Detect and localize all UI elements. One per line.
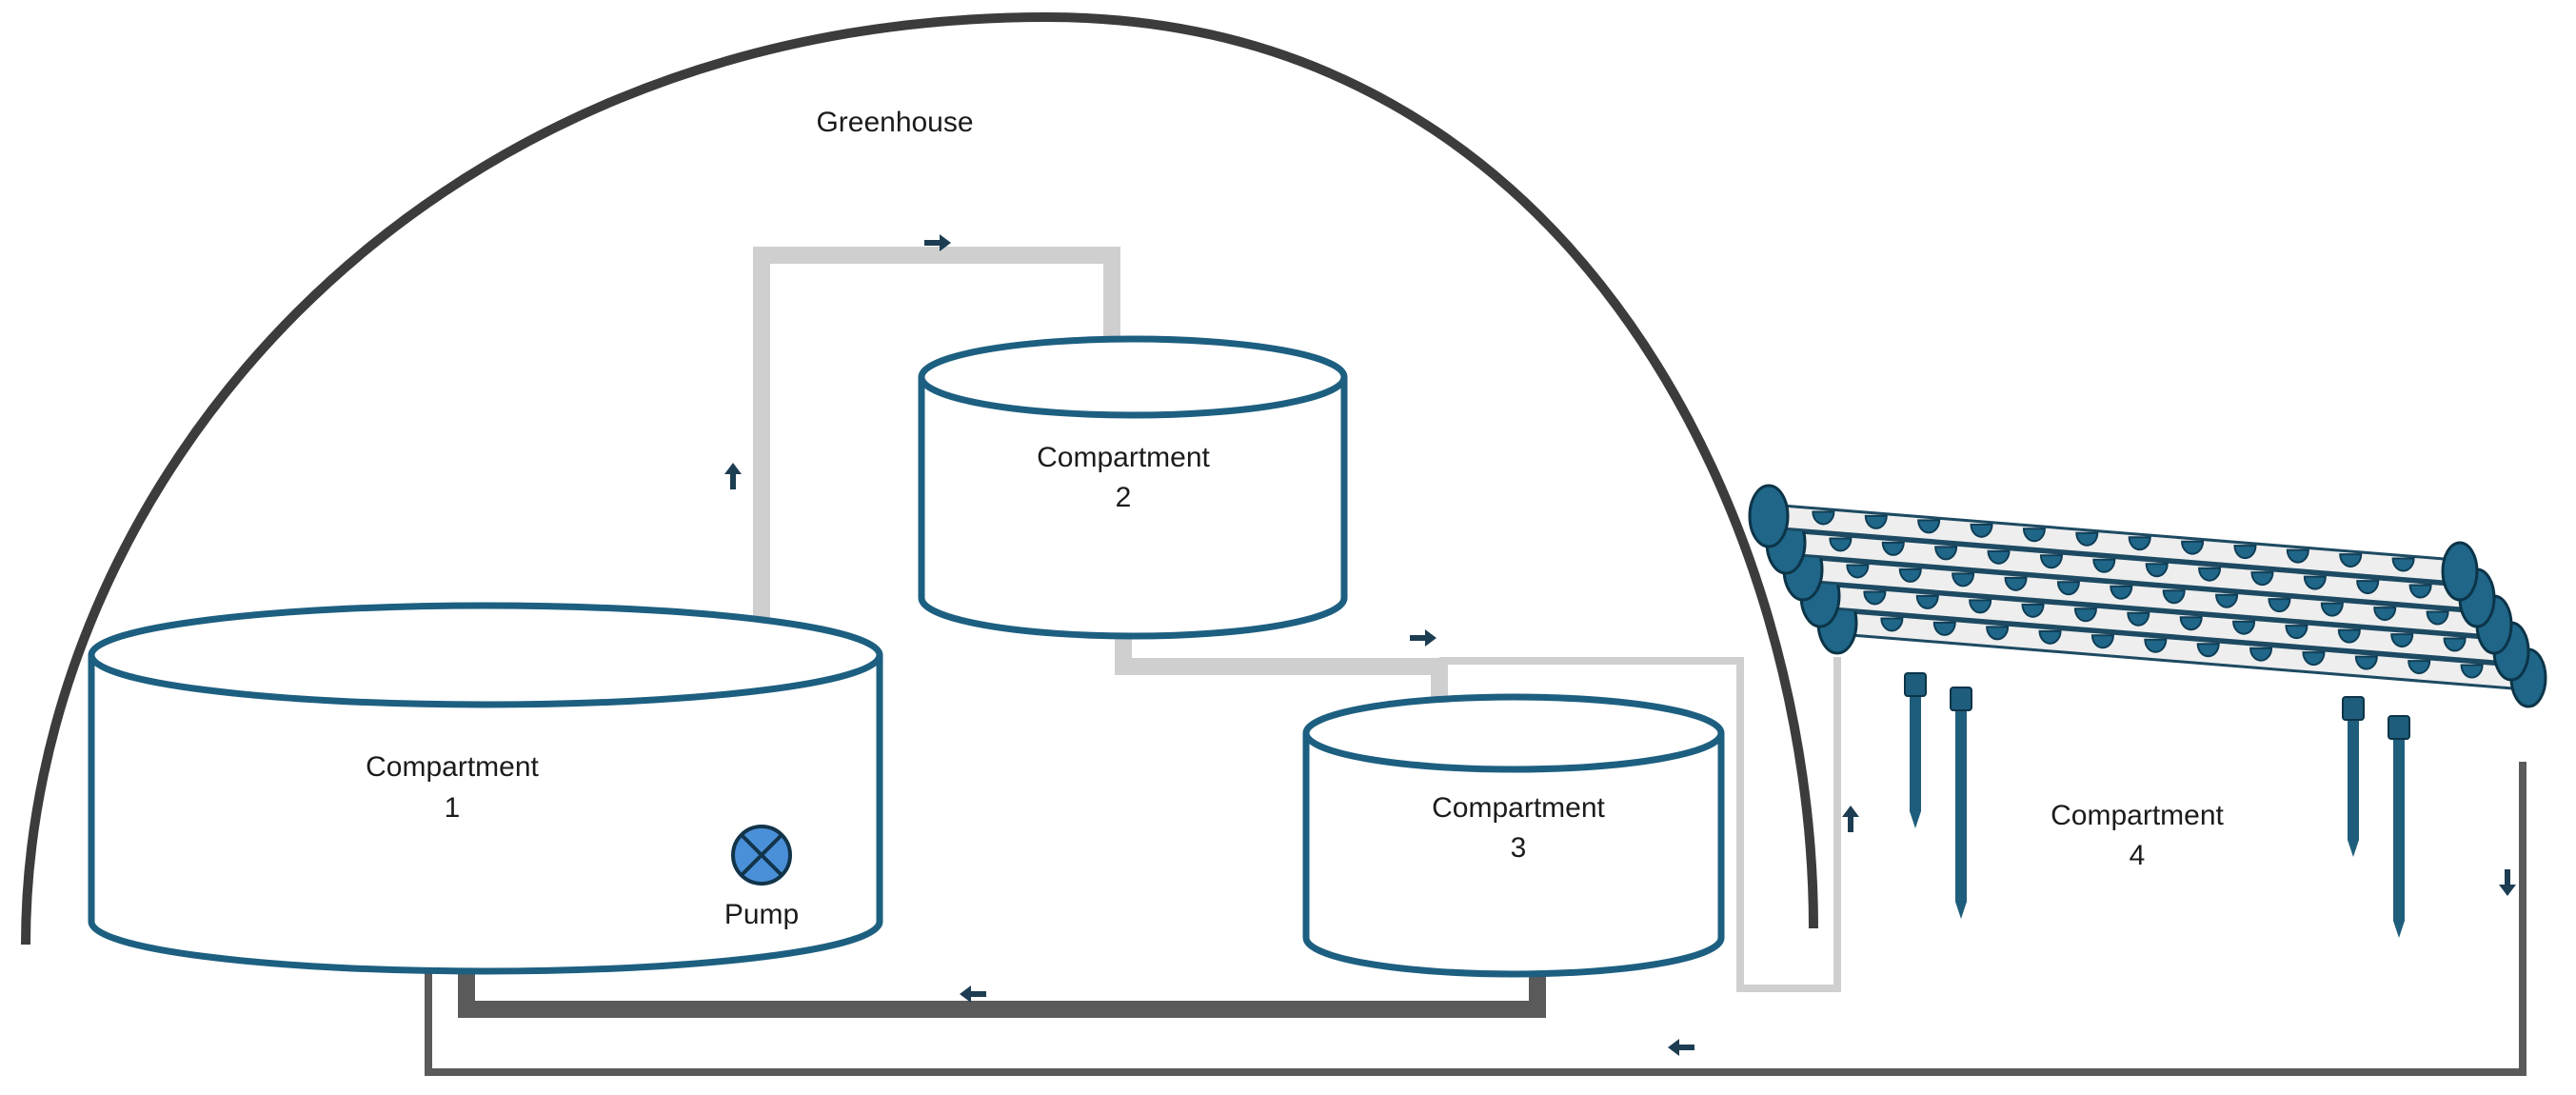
- compartment-1-label-line1: Compartment: [366, 751, 539, 783]
- compartment-3-label-line2: 3: [1511, 832, 1527, 864]
- pipe-endcap: [2441, 541, 2479, 602]
- flow-arrow-icon: [1410, 629, 1437, 647]
- compartment-3-tank: [1302, 693, 1725, 978]
- plant-cup: [1915, 594, 1939, 609]
- plant-cup: [2460, 664, 2484, 679]
- compartment-4-label-line2: 4: [2130, 840, 2146, 871]
- plant-cup: [2091, 634, 2114, 649]
- compartment-3-label-line1: Compartment: [1432, 792, 1605, 824]
- grow-rack: [1748, 484, 2547, 938]
- plant-cup: [2426, 610, 2449, 626]
- plant-cup: [2303, 575, 2327, 590]
- plant-cup: [1934, 546, 1958, 561]
- plant-cup: [2356, 580, 2380, 595]
- plant-cup: [1986, 626, 2010, 641]
- pipe-endcap: [1748, 484, 1790, 548]
- pump-valve-icon: [731, 825, 792, 886]
- plant-cup: [2232, 620, 2256, 635]
- plant-cup: [1880, 617, 1904, 632]
- plant-cup: [2390, 633, 2414, 648]
- plant-cup: [2075, 531, 2099, 547]
- plant-cup: [2443, 637, 2467, 652]
- rack-leg-clamp: [1950, 687, 1972, 711]
- pipe-c3-to-c4: [1439, 657, 1841, 992]
- plant-cup: [2249, 647, 2273, 662]
- plant-cup: [2337, 628, 2361, 644]
- plant-cup: [2127, 611, 2150, 627]
- pipe-c2-to-c3: [1115, 638, 1448, 716]
- plant-cup: [2268, 598, 2291, 613]
- plant-cup: [2073, 607, 2097, 623]
- plant-cup: [2181, 540, 2205, 555]
- plant-cup: [1987, 549, 2011, 565]
- plant-cup: [2408, 660, 2431, 675]
- compartment-1-label-line2: 1: [445, 792, 461, 824]
- plant-cup: [2354, 655, 2378, 670]
- plant-cup: [1969, 599, 1992, 614]
- plant-cup: [2092, 558, 2116, 573]
- plant-cup: [2038, 629, 2062, 645]
- rack-leg-clamp: [1904, 672, 1927, 697]
- compartment-4-label-line1: Compartment: [2051, 800, 2224, 831]
- return-pipe-inner: [458, 966, 1546, 1018]
- plant-cup: [1970, 523, 1993, 538]
- compartment-2-label-line1: Compartment: [1037, 442, 1210, 473]
- plant-cup: [2196, 643, 2220, 658]
- rack-leg-clamp: [2342, 696, 2365, 721]
- plant-cup: [2179, 616, 2203, 631]
- plant-cup: [2110, 585, 2133, 600]
- plant-cup: [1812, 510, 1835, 526]
- plant-cup: [1846, 564, 1870, 579]
- plant-cup: [2162, 589, 2186, 605]
- plant-cup: [1898, 567, 1922, 583]
- rack-leg: [2393, 724, 2405, 938]
- rack-leg-clamp: [2388, 715, 2410, 740]
- compartment-2-label-line2: 2: [1116, 482, 1132, 513]
- plant-cup: [2128, 536, 2151, 551]
- plant-cup: [2004, 576, 2028, 591]
- plant-cup: [1829, 537, 1853, 552]
- rack-leg: [1910, 681, 1921, 828]
- plant-cup: [1917, 519, 1941, 534]
- plant-cup: [2320, 602, 2344, 617]
- plant-cup: [2285, 625, 2308, 640]
- plant-cup: [2302, 651, 2326, 667]
- plant-cup: [1863, 590, 1887, 606]
- plant-cup: [2391, 557, 2415, 572]
- plant-cup: [1864, 514, 1888, 529]
- compartment-2-tank: [918, 335, 1348, 640]
- flow-arrow-icon: [924, 234, 951, 251]
- plant-cup: [2198, 567, 2222, 582]
- flow-arrow-icon: [1668, 1039, 1694, 1056]
- greenhouse-dome: [21, 11, 1818, 946]
- plant-cup: [2250, 571, 2274, 587]
- flow-arrow-icon: [960, 986, 986, 1003]
- plant-cup: [2215, 593, 2239, 608]
- compartment-1-tank: [88, 602, 883, 975]
- plant-cup: [1881, 541, 1905, 556]
- plant-cup: [2408, 584, 2432, 599]
- plant-cup: [2145, 563, 2169, 578]
- flow-arrow-icon: [724, 463, 742, 489]
- flow-arrow-icon: [1842, 806, 1859, 832]
- plant-cup: [2021, 603, 2045, 618]
- greenhouse-label: Greenhouse: [816, 107, 973, 138]
- rack-leg: [1955, 695, 1967, 919]
- plant-cup: [2339, 553, 2363, 568]
- plant-cup: [2022, 528, 2046, 543]
- supply-pipe-pump-to-c2: [753, 247, 1120, 838]
- rack-leg: [2348, 705, 2359, 857]
- plant-cup: [2233, 545, 2257, 560]
- plant-cup: [2144, 638, 2168, 653]
- plant-cup: [2039, 554, 2063, 569]
- plant-cup: [1932, 621, 1956, 636]
- plant-cup: [2373, 607, 2397, 622]
- flow-arrow-icon: [2499, 869, 2516, 896]
- plant-cup: [2056, 581, 2080, 596]
- return-pipe-outer: [425, 762, 2526, 1076]
- plant-cup: [2286, 548, 2309, 564]
- plant-cup: [1952, 572, 1975, 587]
- pump-label: Pump: [724, 899, 799, 930]
